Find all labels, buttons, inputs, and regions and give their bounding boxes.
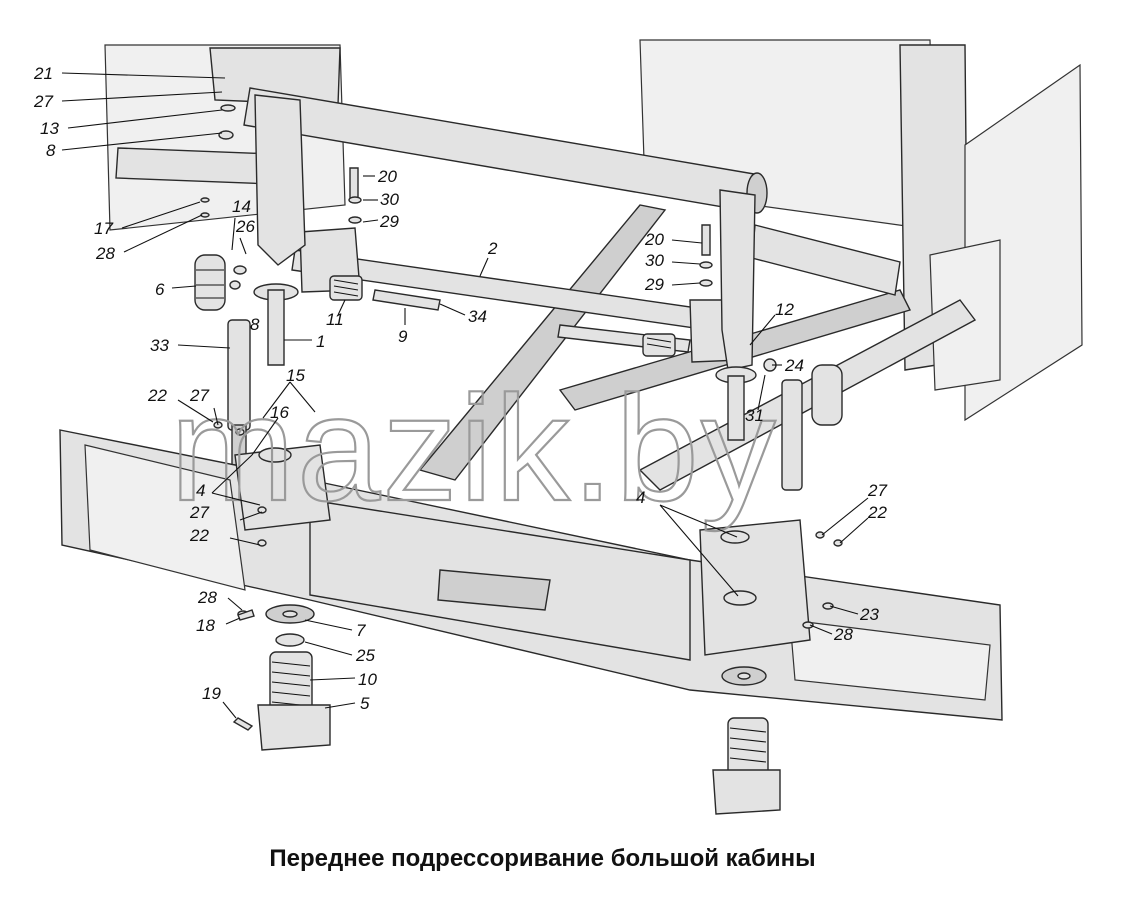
callout-23: 23 bbox=[859, 605, 879, 624]
callout-30-right: 30 bbox=[645, 251, 664, 270]
callout-27-right: 27 bbox=[867, 481, 887, 500]
callout-12: 12 bbox=[775, 300, 794, 319]
callout-21: 21 bbox=[33, 64, 53, 83]
callout-29: 29 bbox=[379, 212, 399, 231]
callout-29-right: 29 bbox=[644, 275, 664, 294]
callout-17: 17 bbox=[94, 219, 113, 238]
callout-27: 27 bbox=[33, 92, 53, 111]
callout-15: 15 bbox=[286, 366, 305, 385]
callout-8-lower: 8 bbox=[250, 315, 260, 334]
callout-8: 8 bbox=[46, 141, 56, 160]
callout-5: 5 bbox=[360, 694, 370, 713]
callout-4-right: 4 bbox=[636, 488, 645, 507]
callout-22-right: 22 bbox=[867, 503, 887, 522]
leader-lines bbox=[61, 72, 869, 719]
callout-11: 11 bbox=[326, 310, 344, 329]
coil-springs bbox=[257, 651, 781, 815]
callout-34: 34 bbox=[468, 307, 487, 326]
callout-31: 31 bbox=[745, 406, 764, 425]
watermark: mazik.by bbox=[170, 364, 778, 532]
fasteners bbox=[200, 104, 843, 731]
callout-13: 13 bbox=[40, 119, 59, 138]
callout-20-right: 20 bbox=[644, 230, 664, 249]
callout-14: 14 bbox=[232, 197, 251, 216]
washers bbox=[265, 604, 767, 686]
callout-1: 1 bbox=[316, 332, 325, 351]
upper-cross-tube bbox=[115, 87, 901, 296]
springs-small bbox=[329, 275, 676, 357]
callout-19: 19 bbox=[202, 684, 221, 703]
callout-22: 22 bbox=[147, 386, 167, 405]
callout-labels: 21 27 13 8 17 28 14 26 6 8 33 22 27 15 1… bbox=[33, 64, 887, 713]
callout-18: 18 bbox=[196, 616, 215, 635]
callout-25: 25 bbox=[355, 646, 375, 665]
callout-9: 9 bbox=[398, 327, 408, 346]
callout-4-left: 4 bbox=[196, 481, 205, 500]
callout-2: 2 bbox=[487, 239, 498, 258]
callout-27-bumper: 27 bbox=[189, 503, 209, 522]
brackets bbox=[253, 94, 757, 441]
callout-10: 10 bbox=[358, 670, 377, 689]
callout-22-bumper: 22 bbox=[189, 526, 209, 545]
shock-absorbers bbox=[194, 254, 843, 491]
callout-28-bottom: 28 bbox=[197, 588, 217, 607]
callout-7: 7 bbox=[356, 621, 366, 640]
callout-26: 26 bbox=[235, 217, 255, 236]
callout-28-right: 28 bbox=[833, 625, 853, 644]
callout-28: 28 bbox=[95, 244, 115, 263]
bumper bbox=[59, 429, 1003, 721]
callout-27-left: 27 bbox=[189, 386, 209, 405]
callout-30: 30 bbox=[380, 190, 399, 209]
callout-33: 33 bbox=[150, 336, 169, 355]
callout-20: 20 bbox=[377, 167, 397, 186]
callout-24: 24 bbox=[784, 356, 804, 375]
callout-6: 6 bbox=[155, 280, 165, 299]
callout-16: 16 bbox=[270, 403, 289, 422]
diagram-caption: Переднее подрессоривание большой кабины bbox=[269, 845, 816, 872]
